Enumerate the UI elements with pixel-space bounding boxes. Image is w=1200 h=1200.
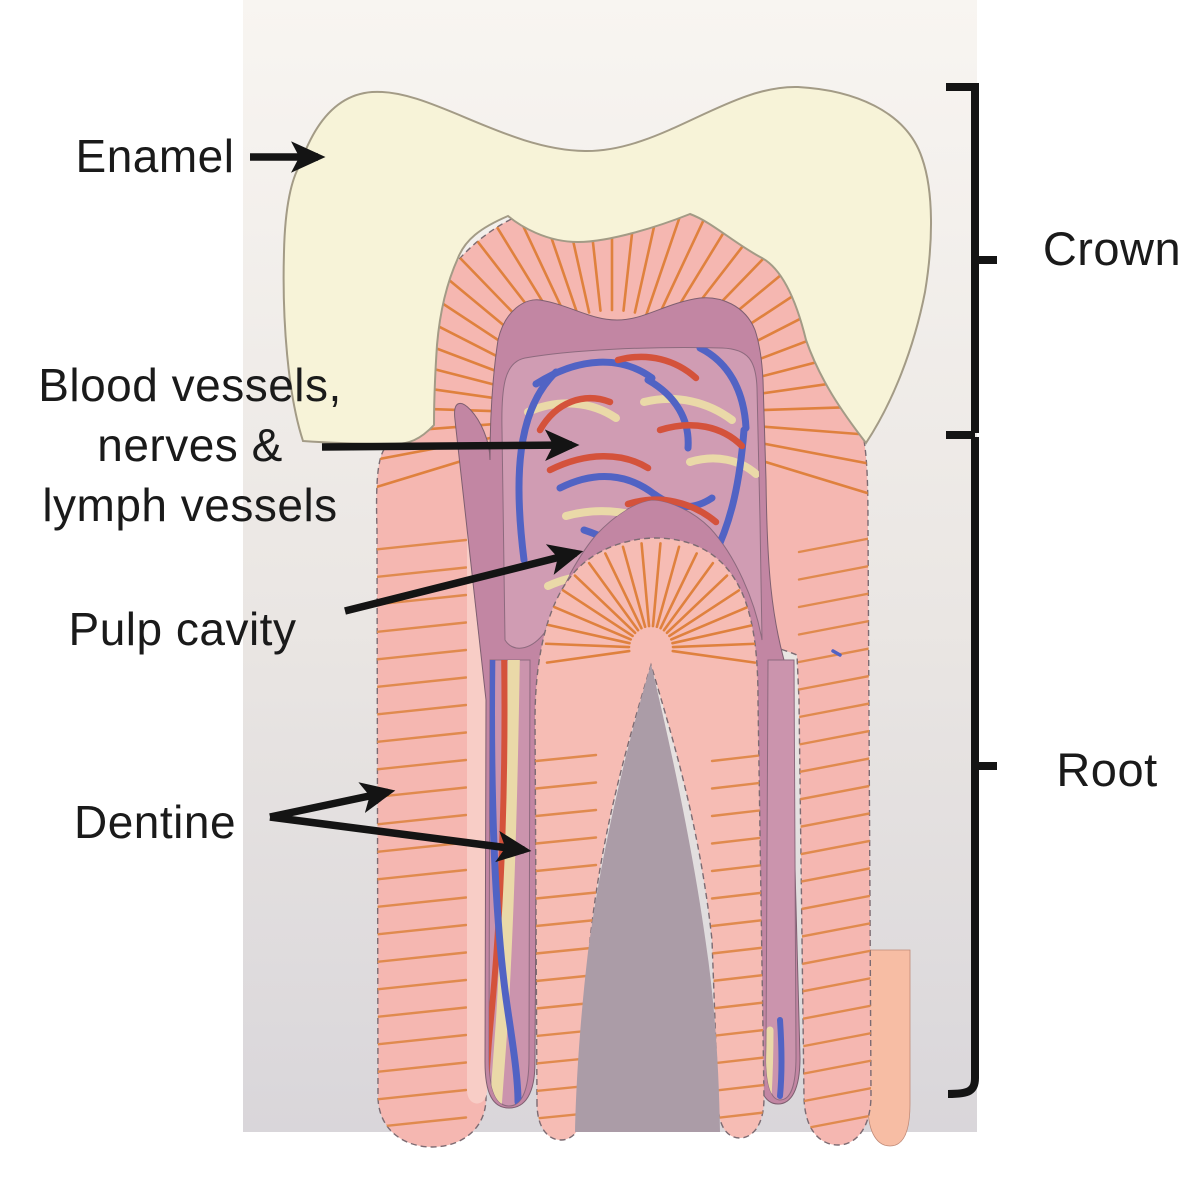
label-pulp-cavity: Pulp cavity xyxy=(68,603,297,655)
pulp-cavity-arrow xyxy=(344,544,584,615)
enamel-layer xyxy=(282,85,932,446)
label-dentine: Dentine xyxy=(73,796,237,848)
arch-sunburst-pattern xyxy=(544,542,758,664)
label-vessels-line3: lymph vessels xyxy=(42,478,338,531)
label-root: Root xyxy=(1056,743,1158,796)
dentine-arrow-upper xyxy=(269,782,396,821)
ink-speck xyxy=(831,649,842,657)
label-vessels-line1: Blood vessels, xyxy=(38,359,342,411)
annotation-arrows xyxy=(250,141,584,863)
left-canal-vessels xyxy=(489,660,522,1106)
label-vessels: Blood vessels, nerves & lymph vessels xyxy=(20,356,360,535)
label-crown: Crown xyxy=(1042,222,1182,275)
blood-vessels-nerves-lymph xyxy=(515,347,760,602)
root-bracket xyxy=(947,437,997,1098)
dentine-rung-pattern-left xyxy=(376,538,468,1129)
inter-root-gap xyxy=(575,664,720,1132)
crown-bracket xyxy=(946,83,997,439)
label-enamel: Enamel xyxy=(75,130,235,182)
vessels-arrow xyxy=(321,429,580,461)
brackets xyxy=(946,83,997,1098)
dentine-arrow-lower xyxy=(269,813,532,863)
dentine-rung-pattern-right xyxy=(797,536,871,1131)
root-backing-strip xyxy=(867,949,911,1147)
label-vessels-line2: nerves & xyxy=(97,418,283,471)
